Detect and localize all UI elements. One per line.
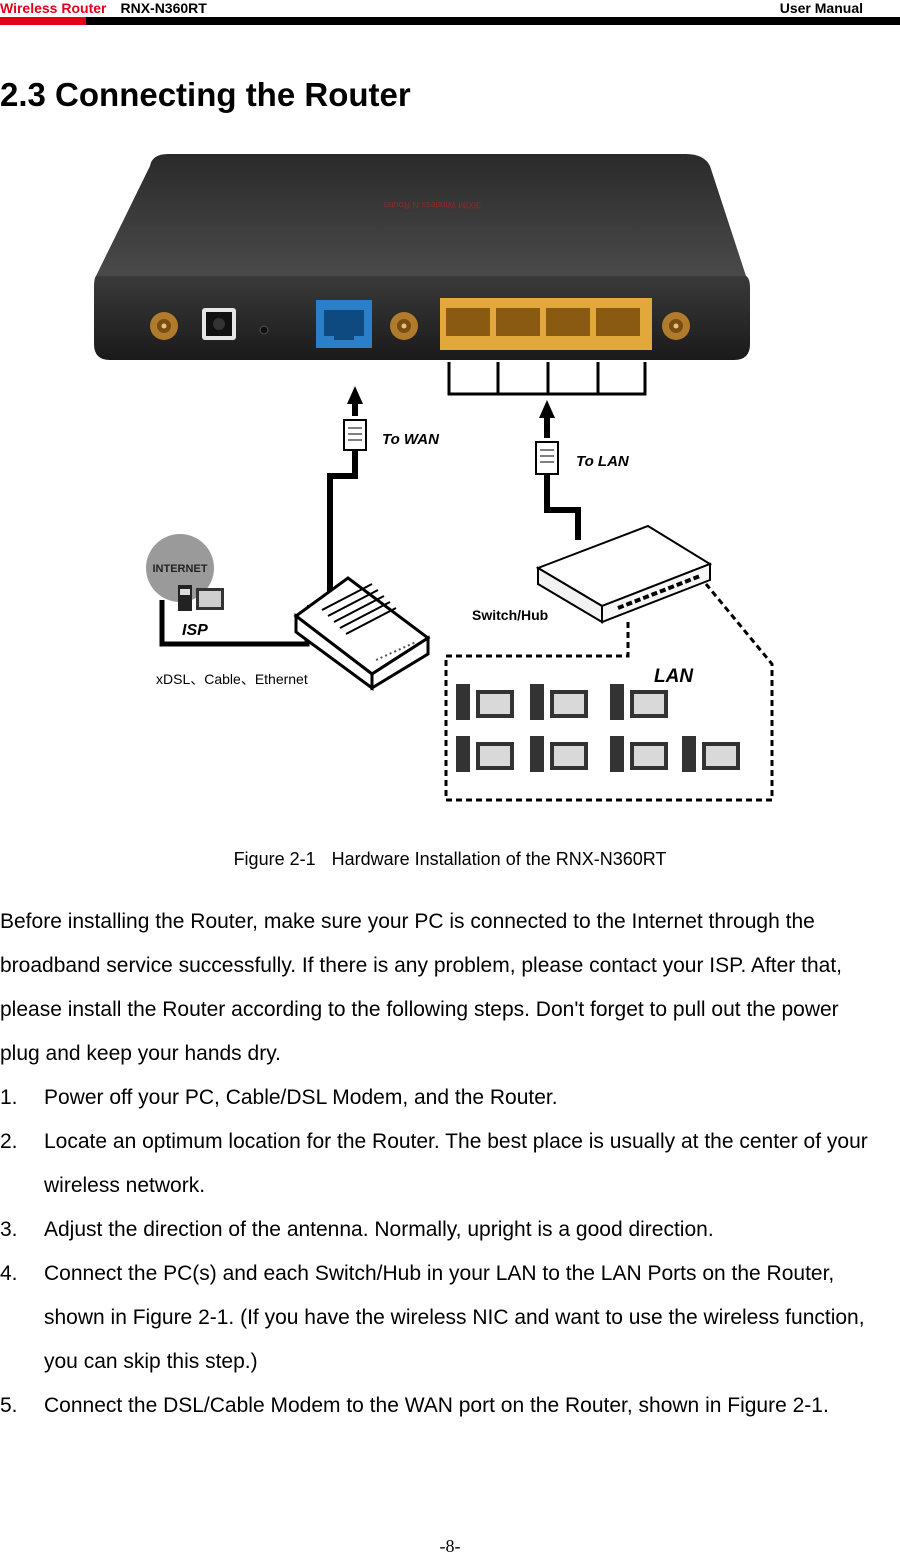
step-text: Connect the DSL/Cable Modem to the WAN p… [44,1394,829,1417]
page-header: Wireless Router RNX-N360RT User Manual [0,0,900,26]
installation-steps: 1. Power off your PC, Cable/DSL Modem, an… [0,1076,880,1428]
header-rule [0,17,900,25]
figure-caption-text: Hardware Installation of the RNX-N360RT [331,849,667,869]
antenna-connector-right [662,312,690,340]
to-lan-label: To LAN [576,453,630,470]
svg-text:300M Wireless N Router: 300M Wireless N Router [383,200,481,210]
header-rule-bar [86,17,900,25]
header-doc-type: User Manual [779,0,863,16]
internet-globe-icon [146,534,224,611]
step-text: Power off your PC, Cable/DSL Modem, and … [44,1086,558,1109]
step-number: 1. [0,1086,18,1109]
power-jack [202,308,236,340]
step-number: 3. [0,1218,18,1241]
wan-port [316,300,372,348]
step-text: Locate an optimum location for the Route… [44,1130,868,1197]
list-item: 4. Connect the PC(s) and each Switch/Hub … [0,1252,880,1384]
antenna-connector-left [150,312,178,340]
list-item: 3. Adjust the direction of the antenna. N… [0,1208,880,1252]
lan-label: LAN [654,666,694,687]
figure-caption: Figure 2-1 Hardware Installation of the R… [0,849,900,870]
list-item: 2. Locate an optimum location for the Rou… [0,1120,880,1208]
antenna-connector-middle [390,312,418,340]
step-number: 5. [0,1394,18,1417]
switch-hub-label: Switch/Hub [472,607,548,623]
page-number: -8- [439,1536,461,1556]
step-text: Connect the PC(s) and each Switch/Hub in… [44,1262,865,1373]
section-title: 2.3 Connecting the Router [0,76,411,113]
step-number: 2. [0,1130,18,1153]
step-text: Adjust the direction of the antenna. Nor… [44,1218,714,1241]
connection-types-label: xDSL、Cable、Ethernet [156,671,308,687]
to-wan-label: To WAN [382,431,440,448]
figure-caption-number: Figure 2-1 [233,849,316,869]
header-rule-accent [0,17,86,25]
lan-group [444,583,774,802]
switch-hub-icon [535,524,713,624]
intro-paragraph: Before installing the Router, make sure … [0,910,842,1065]
header-model: RNX-N360RT [120,0,207,16]
isp-label: ISP [182,622,208,639]
modem-icon [293,576,431,691]
list-item: 5. Connect the DSL/Cable Modem to the WAN… [0,1384,880,1428]
reset-button [259,325,269,335]
header-left: Wireless Router RNX-N360RT [0,0,207,16]
wan-cable [307,386,367,611]
lan-cable-bracket [447,362,647,396]
router-device: 300M Wireless N Router [94,154,750,360]
internet-label: INTERNET [153,563,208,575]
lan-ports [440,298,652,350]
step-number: 4. [0,1262,18,1285]
header-brand: Wireless Router [0,0,107,16]
list-item: 1. Power off your PC, Cable/DSL Modem, an… [0,1076,880,1120]
lan-cable [535,400,581,540]
hardware-installation-figure: 300M Wireless N Router [94,154,774,802]
